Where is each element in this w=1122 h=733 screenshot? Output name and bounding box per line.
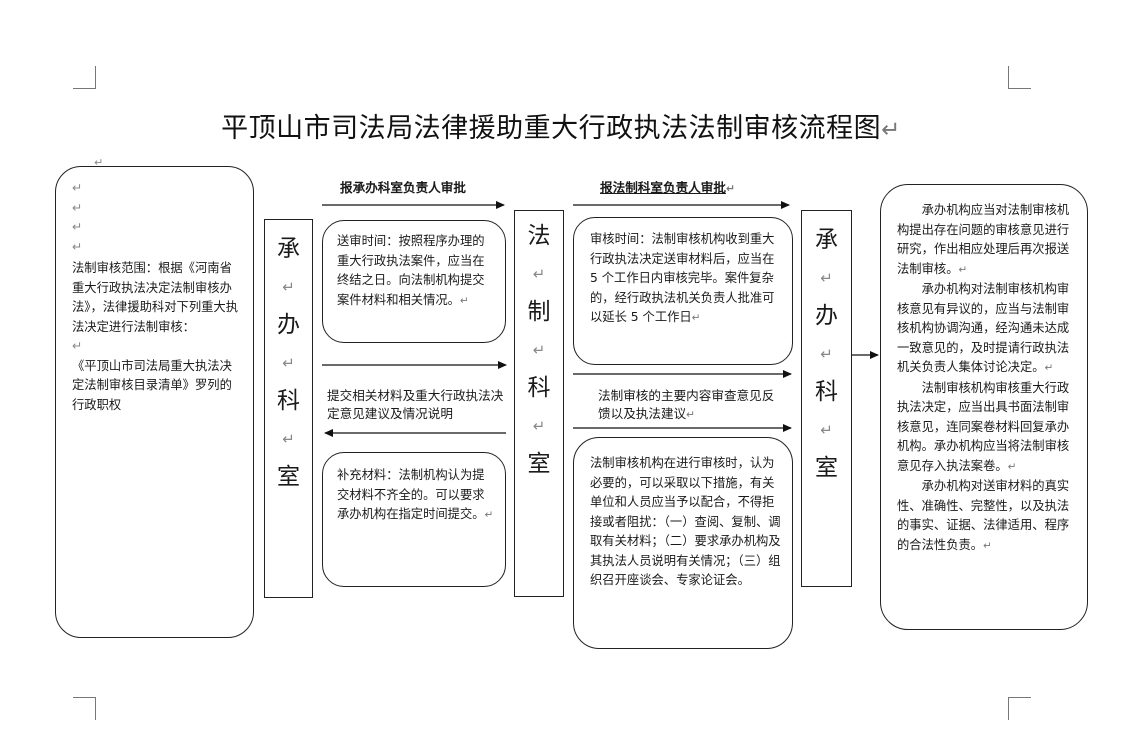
review-time-box[interactable]: 审核时间：法制审核机构收到重大行政执法决定送审材料后，应当在 5 个工作日内审核… <box>573 217 793 365</box>
supplement-box[interactable]: 补充材料：法制机构认为提交材料不齐全的。可以要求承办机构在指定时间提交。↵ <box>322 452 506 587</box>
paragraph-mark-icon: ↵ <box>484 509 494 521</box>
rule-paragraph-3: 法制审核机构审核重大行政执法决定，应当出具书面法制审核意见，连同案卷材料回复承办… <box>897 380 1070 473</box>
column-chengban-left[interactable]: 承 ↵ 办 ↵ 科 ↵ 室 <box>264 219 313 598</box>
paragraph-mark-icon: ↵ <box>532 265 546 283</box>
rule-paragraph-4: 承办机构对送审材料的真实性、准确性、完整性，以及执法的事实、证据、法律适用、程序… <box>897 479 1070 552</box>
column-char: 科 <box>527 375 551 401</box>
send-time-box[interactable]: 送审时间：按照程序办理的重大行政执法案件，应当在终结之日。向法制机构提交案件材料… <box>322 220 506 343</box>
column-char: 科 <box>277 388 300 414</box>
paragraph-mark-icon: ↵ <box>691 312 701 324</box>
paragraph-mark-icon: ↵ <box>532 417 546 435</box>
column-char: 室 <box>527 451 551 477</box>
column-char: 制 <box>527 299 551 325</box>
paragraph-mark-icon: ↵ <box>282 278 295 296</box>
paragraph-mark-icon: ↵ <box>686 408 696 421</box>
scope-text: 法制审核范围：根据《河南省重大行政执法决定法制审核办法》，法律援助科对下列重大执… <box>72 261 239 334</box>
paragraph-mark-icon: ↵ <box>72 239 83 254</box>
paragraph-mark-icon: ↵ <box>282 354 295 372</box>
crop-mark-bottom-right <box>1008 697 1031 720</box>
column-char: 室 <box>815 455 838 481</box>
paragraph-mark-icon: ↵ <box>72 181 83 195</box>
column-char: 科 <box>815 379 838 405</box>
column-char: 办 <box>815 303 838 329</box>
review-time-text: 审核时间：法制审核机构收到重大行政执法决定送审材料后，应当在 5 个工作日内审核… <box>590 232 775 324</box>
paragraph-mark-icon: ↵ <box>820 345 833 363</box>
rule-paragraph-1: 承办机构应当对法制审核机构提出存在问题的审核意见进行研究，作出相应处理后再次报送… <box>897 203 1070 276</box>
label-submit-materials: 提交相关材料及重大行政执法决定意见建议及情况说明 <box>327 388 504 421</box>
send-time-text: 送审时间：按照程序办理的重大行政执法案件，应当在终结之日。向法制机构提交案件材料… <box>337 234 485 307</box>
paragraph-mark-icon: ↵ <box>72 200 83 215</box>
paragraph-mark-icon: ↵ <box>725 182 735 195</box>
page-title-text: 平顶山市司法局法律援助重大行政执法法制审核流程图 <box>221 113 882 144</box>
scope-box[interactable]: ↵ ↵ ↵ ↵ 法制审核范围：根据《河南省重大行政执法决定法制审核办法》，法律援… <box>55 166 254 638</box>
review-measures-box[interactable]: 法制审核机构在进行审核时，认为必要的，可以采取以下措施，有关单位和人员应当予以配… <box>573 437 793 649</box>
supplement-text: 补充材料：法制机构认为提交材料不齐全的。可以要求承办机构在指定时间提交。 <box>337 468 485 521</box>
paragraph-mark-icon: ↵ <box>94 156 104 169</box>
scope-list-reference: 《平顶山市司法局重大执法决定法制审核目录清单》罗列的行政职权 <box>72 358 232 412</box>
page-title[interactable]: 平顶山市司法局法律援助重大行政执法法制审核流程图↵ <box>0 106 1122 145</box>
paragraph-mark-icon: ↵ <box>881 117 901 143</box>
column-char: 承 <box>277 236 300 262</box>
paragraph-mark-icon: ↵ <box>820 421 833 439</box>
column-char: 办 <box>277 312 300 338</box>
column-char: 法 <box>527 223 551 249</box>
column-chengban-right[interactable]: 承 ↵ 办 ↵ 科 ↵ 室 <box>801 210 852 587</box>
paragraph-mark-icon: ↵ <box>72 339 83 353</box>
crop-mark-top-left <box>73 66 96 89</box>
paragraph-mark-icon: ↵ <box>72 220 83 234</box>
review-measures-text: 法制审核机构在进行审核时，认为必要的，可以采取以下措施，有关单位和人员应当予以配… <box>590 456 781 587</box>
paragraph-mark-icon: ↵ <box>459 294 469 307</box>
crop-mark-top-right <box>1008 66 1031 89</box>
rule-paragraph-2: 承办机构对法制审核机构审核意见有异议的，应当与法制审核机构协调沟通，经沟通未达成… <box>897 282 1070 374</box>
crop-mark-bottom-left <box>73 697 96 720</box>
label-approve-fazhi: 报法制科室负责人审批↵ <box>600 180 735 195</box>
handling-rules-box[interactable]: 承办机构应当对法制审核机构提出存在问题的审核意见进行研究，作出相应处理后再次报送… <box>880 184 1088 630</box>
column-fazhi[interactable]: 法 ↵ 制 ↵ 科 ↵ 室 <box>514 210 564 597</box>
label-review-feedback: 法制审核的主要内容审查意见反馈以及执法建议↵ <box>598 388 775 421</box>
paragraph-mark-icon: ↵ <box>532 341 546 359</box>
column-char: 室 <box>277 464 300 490</box>
paragraph-mark-icon: ↵ <box>820 269 833 287</box>
paragraph-mark-icon: ↵ <box>282 430 295 448</box>
column-char: 承 <box>815 227 838 253</box>
label-approve-chengban: 报承办科室负责人审批 <box>340 180 466 195</box>
